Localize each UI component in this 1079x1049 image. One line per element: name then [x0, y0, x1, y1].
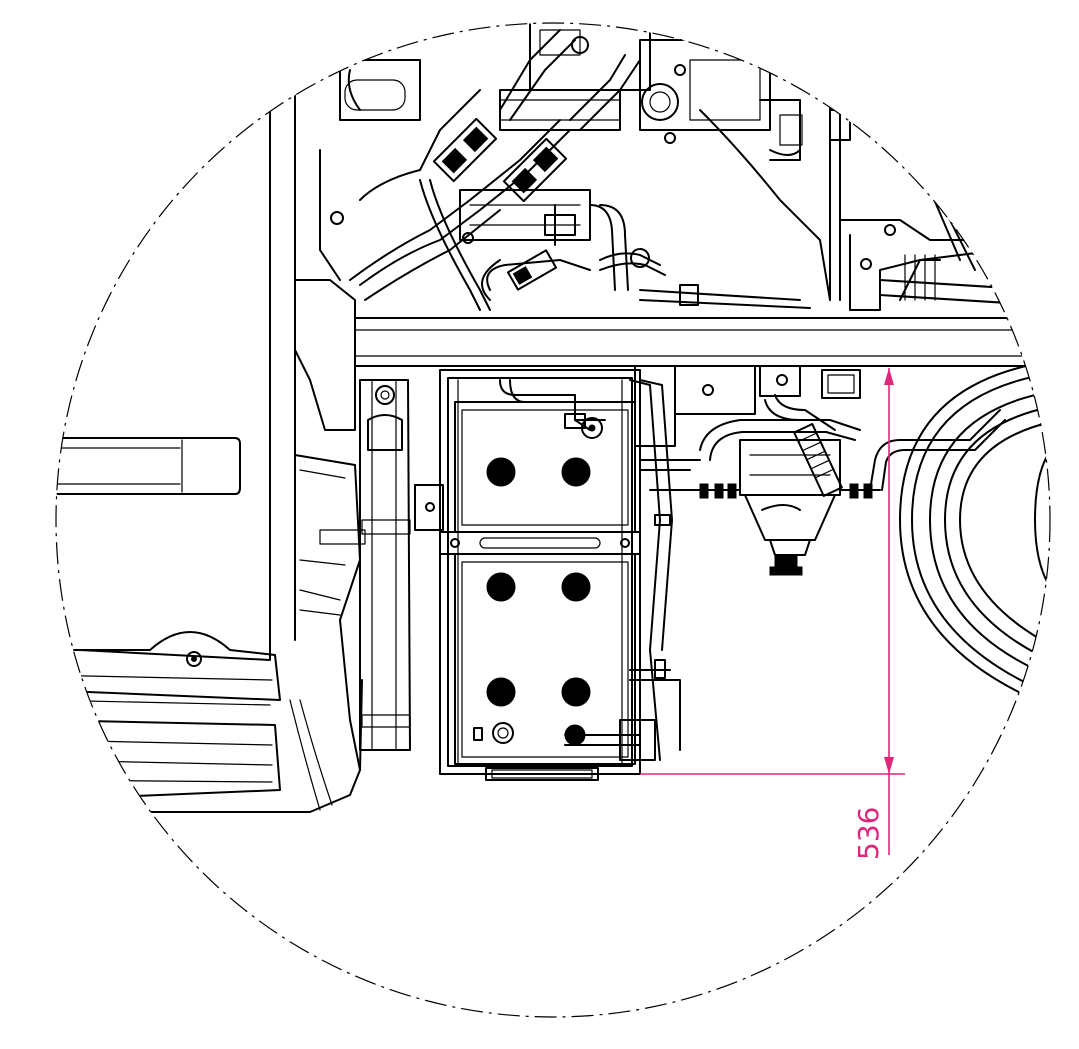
dimension-label: 536	[852, 807, 885, 860]
frame-cross-member	[354, 317, 1050, 367]
upper-harness	[319, 23, 851, 301]
frame-brackets	[634, 365, 861, 447]
rear-wheel	[899, 359, 1050, 711]
air-valve-assembly	[639, 394, 1006, 576]
upper-right-bracket	[829, 79, 1041, 311]
cab-body-panel	[56, 59, 366, 813]
detail-boundary	[55, 22, 1051, 1018]
dimension-536	[640, 368, 905, 855]
mounting-post	[294, 279, 411, 751]
mid-hoses	[419, 109, 831, 311]
battery-box	[414, 369, 681, 781]
